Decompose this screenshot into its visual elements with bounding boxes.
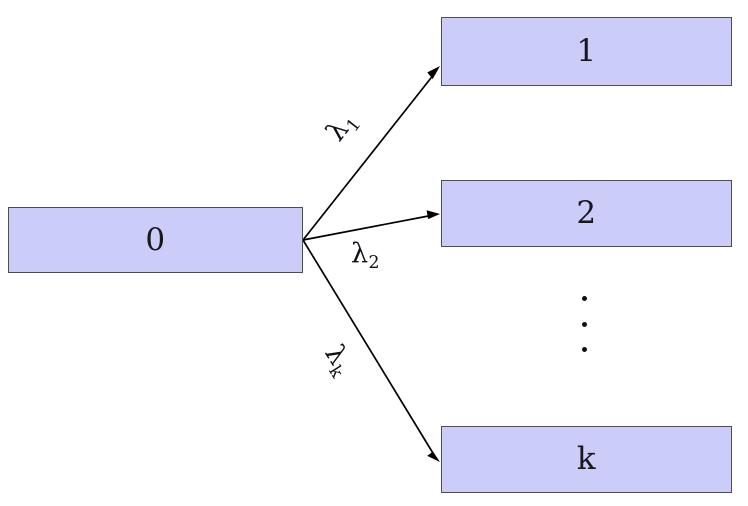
edge-label-lambda-k: λk [318, 340, 358, 382]
ellipsis-dot [581, 347, 587, 352]
node-box-0[interactable]: 0 [8, 207, 303, 273]
edge-label-lambda-2-base: λ [351, 238, 369, 269]
node-label-0: 0 [145, 221, 166, 258]
edge-label-lambda-2: λ2 [351, 238, 379, 271]
node-label-k: k [576, 441, 597, 477]
node-box-1[interactable]: 1 [441, 17, 732, 86]
vertical-ellipsis-icon [570, 296, 598, 352]
edge-0-to-k [302, 239, 440, 462]
node-label-2: 2 [576, 195, 597, 231]
edge-0-to-1 [302, 66, 440, 241]
node-box-2[interactable]: 2 [441, 180, 732, 247]
node-box-k[interactable]: k [441, 426, 732, 493]
node-label-1: 1 [576, 33, 597, 69]
edge-0-to-2 [302, 210, 440, 241]
edge-label-lambda-1: λ1 [320, 107, 365, 148]
ellipsis-dot [581, 321, 587, 327]
ellipsis-dot [581, 296, 587, 301]
edge-label-lambda-2-subscript: 2 [368, 252, 380, 273]
